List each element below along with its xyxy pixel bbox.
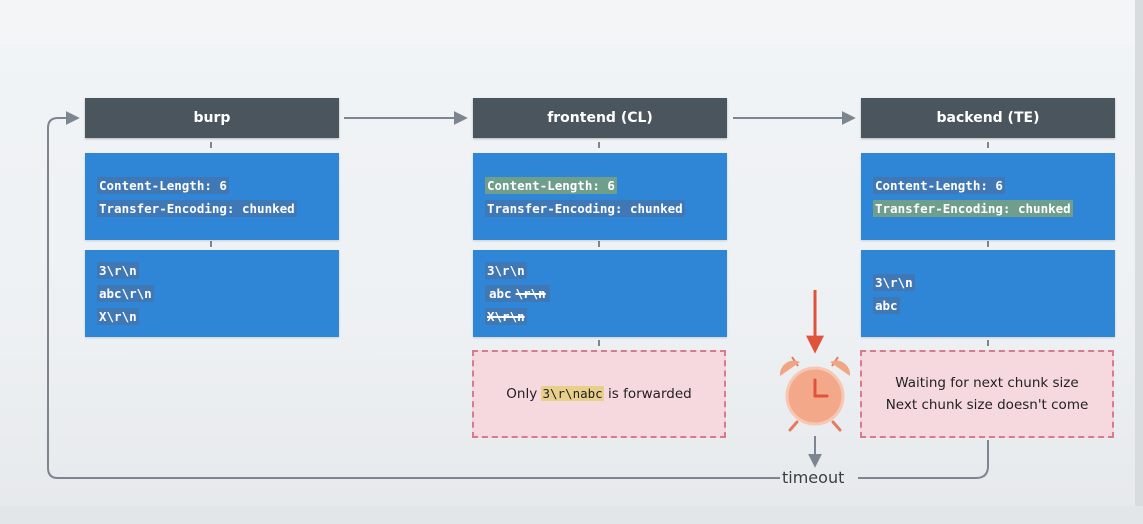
- loop-back-path-left: [47, 111, 780, 479]
- bottom-band: [0, 506, 1143, 524]
- burp-body-line: abc\r\n: [97, 285, 154, 302]
- frontend-header-line: Transfer-Encoding: chunked: [485, 199, 685, 217]
- burp-header-line: Transfer-Encoding: chunked: [97, 199, 297, 217]
- burp-header-line: Content-Length: 6: [97, 176, 229, 194]
- frontend-note: Only 3\r\nabc is forwarded: [472, 350, 726, 438]
- frontend-headers-panel: Content-Length: 6 Transfer-Encoding: chu…: [473, 153, 727, 240]
- backend-body-line: 3\r\n: [873, 273, 915, 291]
- alarm-clock-icon: [779, 356, 851, 432]
- frontend-body-line: abc\r\n: [485, 282, 727, 305]
- timeout-label: timeout: [782, 468, 845, 487]
- frontend-header-line: Content-Length: 6: [485, 176, 617, 194]
- backend-body-panel: 3\r\n abc: [861, 250, 1115, 337]
- header-burp: burp: [85, 98, 339, 138]
- frontend-body-panel: 3\r\n abc\r\n X\r\n: [473, 250, 727, 337]
- backend-note: Waiting for next chunk size Next chunk s…: [860, 350, 1114, 438]
- header-frontend: frontend (CL): [473, 98, 727, 138]
- burp-body-line: X\r\n: [97, 308, 139, 325]
- burp-body-panel: 3\r\n abc\r\n X\r\n: [85, 250, 339, 337]
- frontend-body-line: 3\r\n: [485, 262, 527, 279]
- burp-body-line: 3\r\n: [97, 262, 139, 279]
- right-edge: [1135, 0, 1143, 524]
- backend-body-line: abc: [873, 296, 900, 314]
- frontend-body-line: X\r\n: [485, 308, 527, 325]
- backend-header-line: Content-Length: 6: [873, 176, 1005, 194]
- top-band: [0, 0, 1143, 44]
- backend-headers-panel: Content-Length: 6 Transfer-Encoding: chu…: [861, 153, 1115, 240]
- header-backend: backend (TE): [861, 98, 1115, 138]
- loop-back-path: [858, 440, 989, 479]
- burp-headers-panel: Content-Length: 6 Transfer-Encoding: chu…: [85, 153, 339, 240]
- backend-header-line: Transfer-Encoding: chunked: [873, 199, 1073, 217]
